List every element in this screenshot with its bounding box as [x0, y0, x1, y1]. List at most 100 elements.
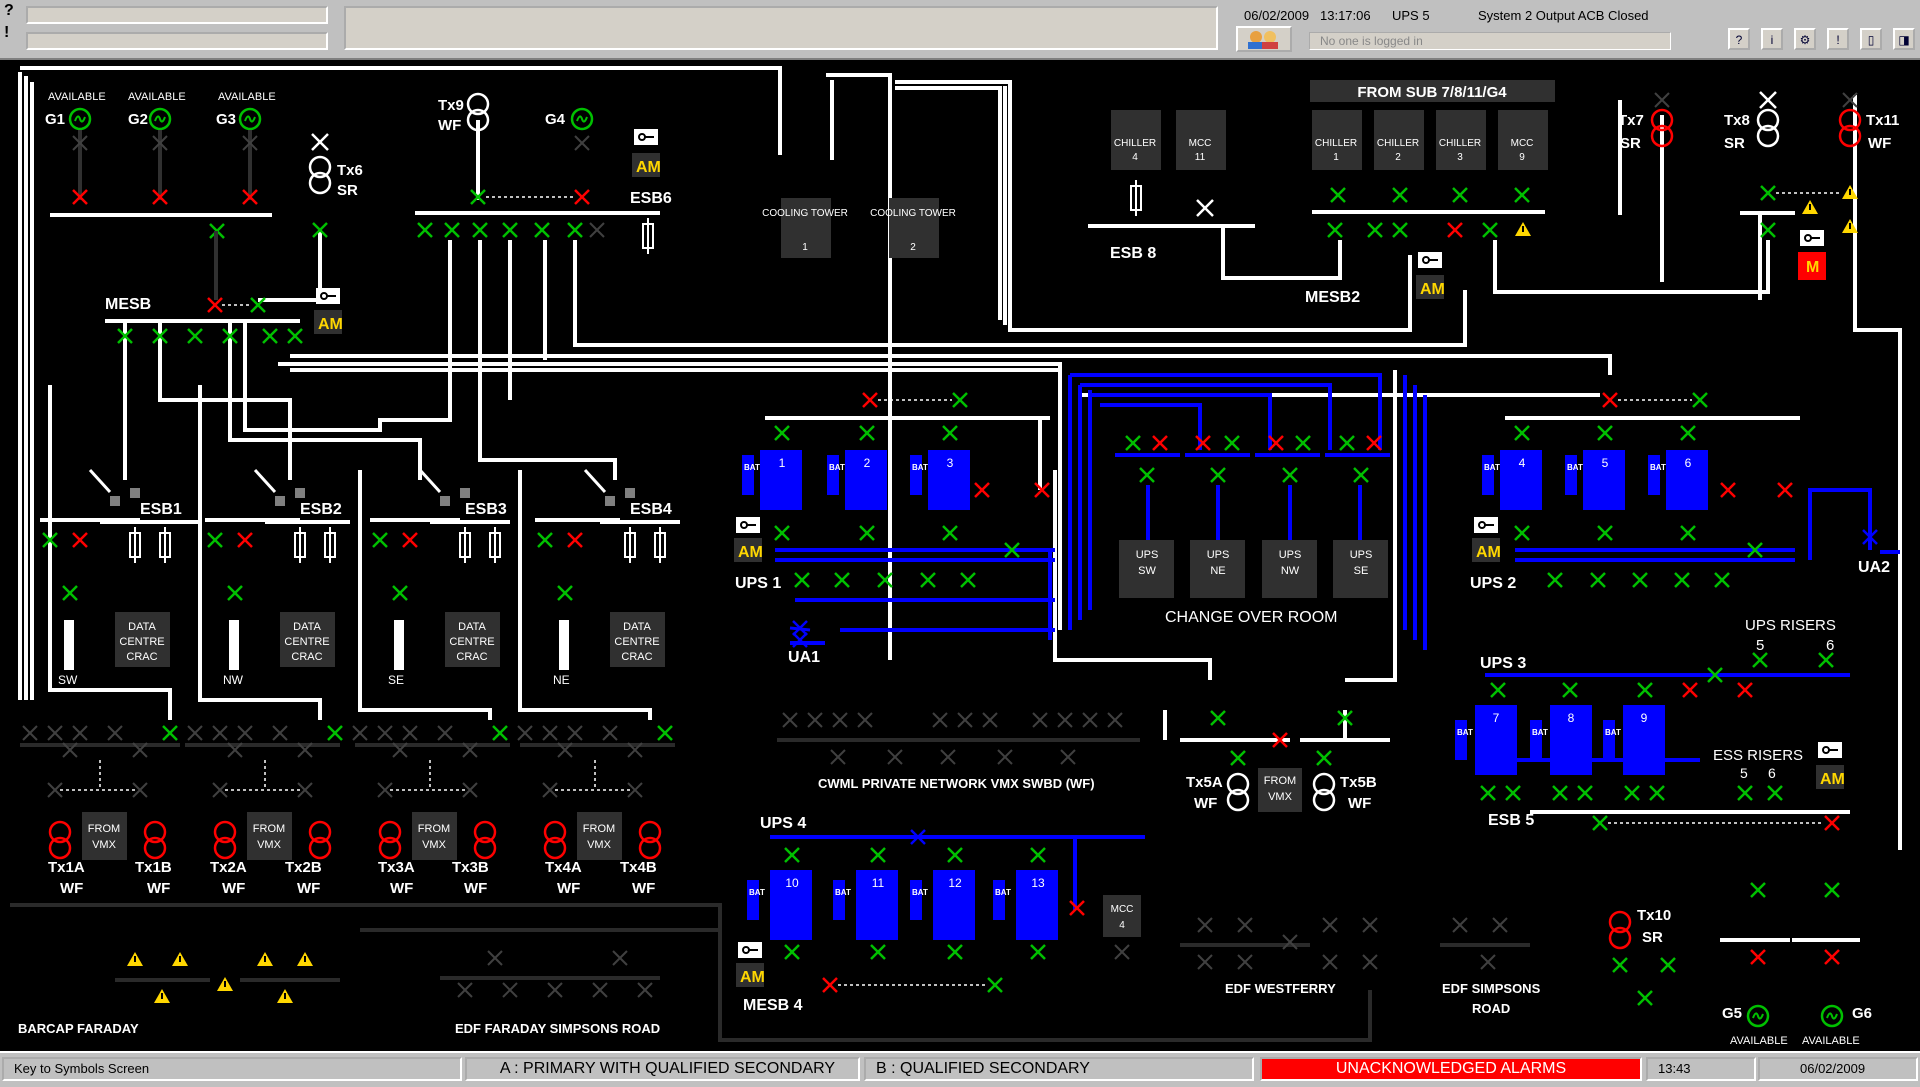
breaker-icon[interactable] [1223, 434, 1241, 452]
breaker-closed-icon[interactable] [471, 221, 489, 239]
breaker-closed-icon[interactable] [1679, 424, 1697, 442]
generator-icon[interactable] [148, 107, 172, 131]
breaker-closed-icon[interactable] [1561, 681, 1579, 699]
breaker-closed-icon[interactable] [919, 571, 937, 589]
chiller-box[interactable] [1374, 110, 1424, 170]
breaker-closed-icon[interactable] [1596, 424, 1614, 442]
breaker-closed-icon[interactable] [1029, 846, 1047, 864]
breaker-icon[interactable] [47, 725, 63, 741]
breaker-closed-icon[interactable] [533, 221, 551, 239]
isolator-icon[interactable] [310, 132, 330, 152]
breaker-closed-icon[interactable] [1576, 784, 1594, 802]
am-box[interactable] [736, 963, 764, 987]
breaker-closed-icon[interactable] [391, 584, 409, 602]
key-lock-icon[interactable] [315, 287, 341, 305]
breaker-icon[interactable] [1114, 944, 1130, 960]
breaker-closed-icon[interactable] [556, 584, 574, 602]
breaker-icon[interactable] [1322, 954, 1338, 970]
breaker-icon[interactable] [957, 712, 973, 728]
ups-riser-box[interactable] [1190, 540, 1245, 598]
breaker-closed-icon[interactable] [1329, 186, 1347, 204]
breaker-icon[interactable] [1057, 712, 1073, 728]
info-button[interactable]: i [1761, 28, 1783, 50]
breaker-closed-icon[interactable] [1513, 524, 1531, 542]
key-lock-icon[interactable] [735, 516, 761, 534]
breaker-icon[interactable] [237, 725, 253, 741]
chiller-box[interactable] [1176, 110, 1226, 170]
breaker-closed-icon[interactable] [261, 327, 279, 345]
warning-icon[interactable] [217, 977, 233, 991]
breaker-icon[interactable] [517, 725, 533, 741]
breaker-open-icon[interactable] [236, 531, 254, 549]
key-lock-icon[interactable] [1417, 251, 1443, 269]
breaker-closed-icon[interactable] [1513, 186, 1531, 204]
chiller-box[interactable] [1436, 110, 1486, 170]
breaker-closed-icon[interactable] [869, 943, 887, 961]
ups-module[interactable] [1475, 705, 1517, 775]
breaker-closed-icon[interactable] [1352, 466, 1370, 484]
breaker-icon[interactable] [832, 712, 848, 728]
breaker-icon[interactable] [487, 950, 503, 966]
breaker-closed-icon[interactable] [773, 424, 791, 442]
breaker-icon[interactable] [1480, 954, 1496, 970]
ups-module[interactable] [1666, 450, 1708, 510]
breaker-icon[interactable] [457, 982, 473, 998]
breaker-icon[interactable] [982, 712, 998, 728]
breaker-icon[interactable] [437, 725, 453, 741]
breaker-icon[interactable] [462, 782, 478, 798]
breaker-closed-icon[interactable] [371, 531, 389, 549]
ups-module[interactable] [928, 450, 970, 510]
generator-icon[interactable] [1820, 1004, 1844, 1028]
breaker-open-icon[interactable] [861, 391, 879, 409]
breaker-icon[interactable] [1032, 712, 1048, 728]
breaker-closed-icon[interactable] [1751, 651, 1769, 669]
breaker-icon[interactable] [1322, 917, 1338, 933]
breaker-icon[interactable] [940, 749, 956, 765]
breaker-closed-icon[interactable] [491, 724, 509, 742]
isolator-icon[interactable] [1195, 198, 1215, 218]
breaker-closed-icon[interactable] [161, 724, 179, 742]
breaker-icon[interactable] [542, 725, 558, 741]
breaker-icon[interactable] [1107, 712, 1123, 728]
breaker-closed-icon[interactable] [833, 571, 851, 589]
breaker-icon[interactable] [1362, 917, 1378, 933]
ups-module[interactable] [1016, 870, 1058, 940]
breaker-icon[interactable] [627, 782, 643, 798]
breaker-closed-icon[interactable] [1551, 784, 1569, 802]
am-box[interactable] [1416, 275, 1444, 299]
breaker-icon[interactable] [297, 782, 313, 798]
breaker-closed-icon[interactable] [793, 571, 811, 589]
breaker-closed-icon[interactable] [1209, 466, 1227, 484]
help-field[interactable] [26, 6, 328, 24]
breaker-closed-icon[interactable] [858, 524, 876, 542]
data-centre-crac-box[interactable] [115, 612, 170, 667]
breaker-closed-icon[interactable] [1391, 186, 1409, 204]
settings-button[interactable]: ⚙ [1794, 28, 1816, 50]
breaker-icon[interactable] [402, 725, 418, 741]
breaker-closed-icon[interactable] [226, 584, 244, 602]
breaker-closed-icon[interactable] [1817, 651, 1835, 669]
breaker-icon[interactable] [589, 222, 605, 238]
breaker-open-icon[interactable] [573, 188, 591, 206]
breaker-closed-icon[interactable] [1589, 571, 1607, 589]
breaker-closed-icon[interactable] [1659, 956, 1677, 974]
breaker-open-icon[interactable] [1823, 948, 1841, 966]
breaker-icon[interactable] [377, 782, 393, 798]
am-box[interactable] [314, 310, 342, 334]
breaker-icon[interactable] [782, 712, 798, 728]
breaker-open-icon[interactable] [1776, 481, 1794, 499]
ups-module[interactable] [1583, 450, 1625, 510]
breaker-closed-icon[interactable] [946, 846, 964, 864]
breaker-icon[interactable] [997, 749, 1013, 765]
breaker-closed-icon[interactable] [783, 846, 801, 864]
breaker-icon[interactable] [1492, 917, 1508, 933]
am-box[interactable] [632, 153, 660, 177]
breaker-closed-icon[interactable] [656, 724, 674, 742]
warning-icon[interactable] [277, 989, 293, 1003]
breaker-closed-icon[interactable] [1451, 186, 1469, 204]
key-lock-icon[interactable] [1817, 741, 1843, 759]
breaker-closed-icon[interactable] [286, 327, 304, 345]
breaker-closed-icon[interactable] [1481, 221, 1499, 239]
breaker-icon[interactable] [1197, 917, 1213, 933]
m-box[interactable] [1798, 252, 1826, 280]
